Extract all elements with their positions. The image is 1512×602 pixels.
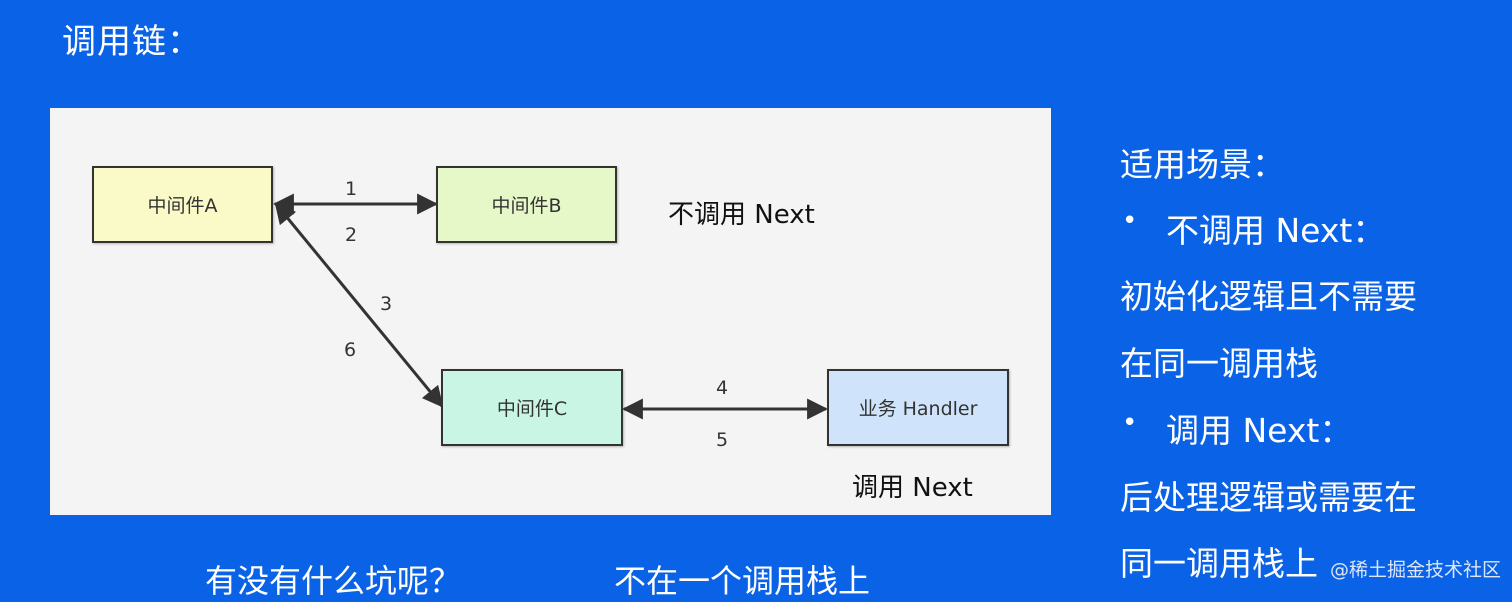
node-middleware-a: 中间件A (92, 166, 273, 243)
bullet-dot-2: • (1122, 408, 1138, 438)
node-middleware-a-label: 中间件A (147, 195, 218, 217)
edge-label-5: 5 (716, 429, 729, 451)
watermark: @稀土掘金技术社区 (1330, 559, 1502, 581)
note-call-next: 调用 Next (852, 473, 973, 503)
node-middleware-c-label: 中间件C (496, 398, 568, 420)
node-middleware-b-label: 中间件B (491, 195, 562, 217)
diagram-panel: 中间件A 中间件B 中间件C 业务 Handler 1 2 3 6 4 5 不调… (50, 108, 1051, 515)
slide-title: 调用链： (62, 22, 202, 62)
edge-label-4: 4 (716, 377, 729, 399)
arrow-a-c (274, 202, 444, 408)
scenario-text-2-line-1: 后处理逻辑或需要在 (1120, 478, 1417, 517)
scenario-bullet-next: 调用 Next： (1166, 411, 1353, 450)
edge-label-1: 1 (345, 178, 358, 200)
question-text: 有没有什么坑呢？ (205, 562, 462, 600)
edge-label-2: 2 (345, 224, 358, 246)
scenario-heading: 适用场景： (1120, 145, 1285, 184)
answer-text: 不在一个调用栈上 (614, 562, 871, 600)
scenario-text-1-line-2: 在同一调用栈 (1120, 344, 1318, 383)
node-business-handler: 业务 Handler (827, 369, 1009, 446)
scenario-text-1-line-1: 初始化逻辑且不需要 (1120, 277, 1417, 316)
edge-label-3: 3 (380, 293, 393, 315)
node-business-handler-label: 业务 Handler (858, 398, 978, 420)
scenario-bullet-no-next: 不调用 Next： (1166, 211, 1386, 250)
diagram-arrows (272, 193, 829, 420)
node-middleware-b: 中间件B (436, 166, 617, 243)
note-no-next: 不调用 Next (668, 200, 815, 230)
bullet-dot-1: • (1122, 206, 1138, 236)
edge-label-6: 6 (344, 339, 357, 361)
scenario-text-2-line-2: 同一调用栈上 (1120, 544, 1318, 583)
node-middleware-c: 中间件C (441, 369, 623, 446)
